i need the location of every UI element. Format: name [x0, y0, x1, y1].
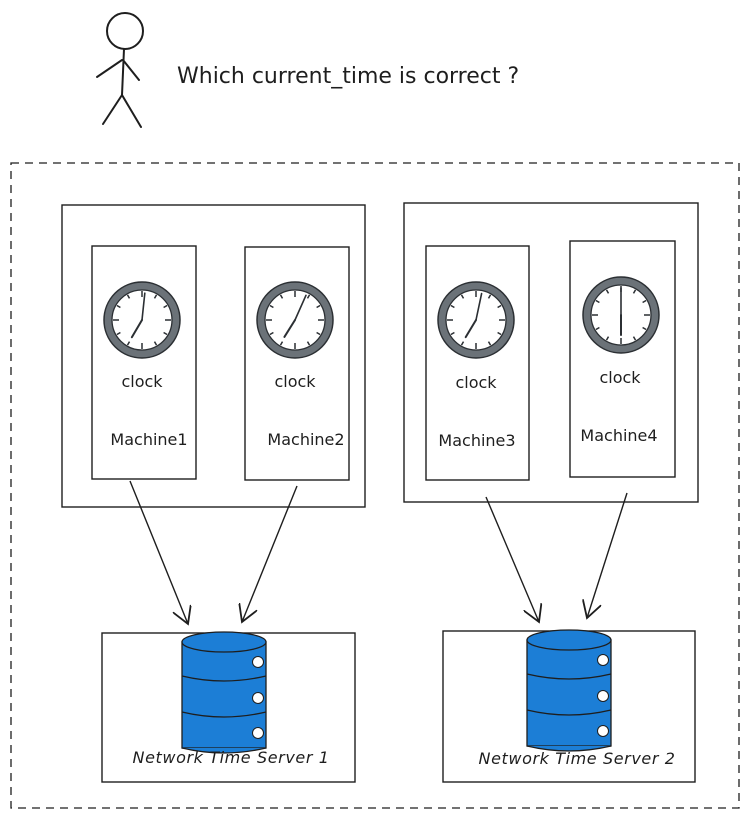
machine-2-label: Machine2 [267, 430, 344, 449]
person-icon [96, 12, 144, 128]
clock-icon [582, 276, 660, 354]
machine-group-1 [61, 204, 366, 508]
machine-1-label: Machine1 [110, 430, 187, 449]
machine-4-label: Machine4 [580, 426, 657, 445]
machine-3-box [425, 245, 530, 481]
machine-2-box [244, 246, 350, 481]
sync-arrow-machine3 [485, 496, 539, 622]
machine-1-clock-label: clock [121, 372, 163, 391]
machine-4-clock-label: clock [599, 368, 641, 387]
clock-icon [103, 281, 181, 359]
machine-4-box [569, 240, 676, 478]
database-icon [181, 631, 267, 754]
database-icon [526, 629, 612, 752]
sync-arrow-machine4 [587, 492, 628, 618]
sync-arrow-machine1 [129, 480, 188, 624]
machine-2-clock-label: clock [274, 372, 316, 391]
machine-group-2 [403, 202, 699, 503]
network-boundary [10, 162, 740, 809]
server-1-label: Network Time Server 1 [133, 748, 330, 767]
server-2-label: Network Time Server 2 [479, 749, 676, 768]
question-text: Which current_time is correct ? [177, 64, 519, 89]
clock-icon [256, 281, 334, 359]
machine-1-box [91, 245, 197, 480]
clock-icon [437, 281, 515, 359]
machine-3-label: Machine3 [438, 431, 515, 450]
sync-arrow-machine2 [242, 485, 298, 622]
machine-3-clock-label: clock [455, 373, 497, 392]
